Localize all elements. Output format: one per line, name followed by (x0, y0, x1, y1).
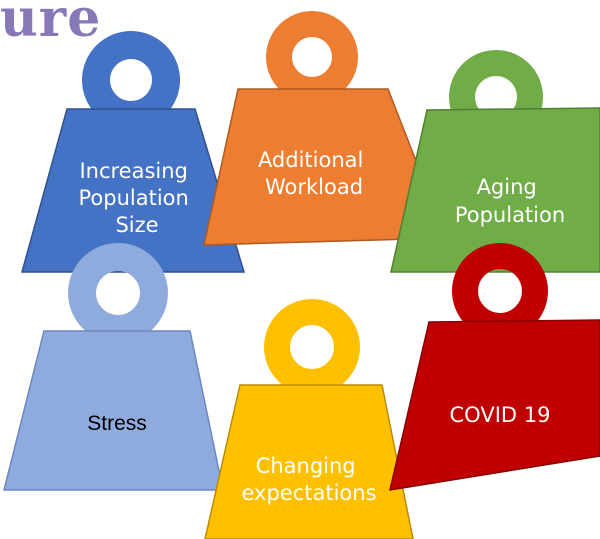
label-line: COVID 19 (450, 403, 551, 427)
weight-increasing-population-size: Increasing Population Size (21, 31, 246, 273)
weight-label: Stress (87, 412, 147, 435)
weight-label: COVID 19 (450, 403, 551, 427)
label-line: Workload (265, 175, 363, 199)
label-line: Additional (258, 148, 363, 172)
weight-additional-workload: Additional Workload (203, 11, 448, 246)
label-line: Changing (256, 454, 356, 478)
weight-label: Additional Workload (258, 148, 370, 199)
label-line: Aging (477, 175, 537, 199)
weight-aging-population: Aging Population (390, 50, 600, 273)
label-line: Increasing (79, 159, 187, 183)
label-line: expectations (241, 481, 376, 505)
weight-body (21, 108, 246, 273)
weight-stress: Stress (3, 243, 224, 491)
weight-handle (266, 11, 358, 103)
weight-handle (452, 243, 548, 339)
weight-body (389, 319, 600, 491)
weight-body (390, 107, 600, 273)
weight-handle (68, 243, 168, 343)
label-line: Stress (87, 412, 147, 435)
weight-body (204, 384, 414, 539)
weight-covid-19: COVID 19 (389, 243, 600, 491)
page-title-fragment: ure (0, 0, 102, 49)
label-line: Population (78, 186, 188, 210)
label-line: Size (115, 213, 158, 237)
weight-handle (82, 31, 180, 129)
weight-label: Changing expectations (241, 454, 376, 505)
label-line: Population (455, 203, 565, 227)
weight-handle (264, 299, 360, 395)
weight-label: Aging Population (455, 175, 565, 227)
weight-body (3, 330, 224, 491)
weight-label: Increasing Population Size (78, 159, 195, 237)
weight-changing-expectations: Changing expectations (204, 299, 414, 539)
